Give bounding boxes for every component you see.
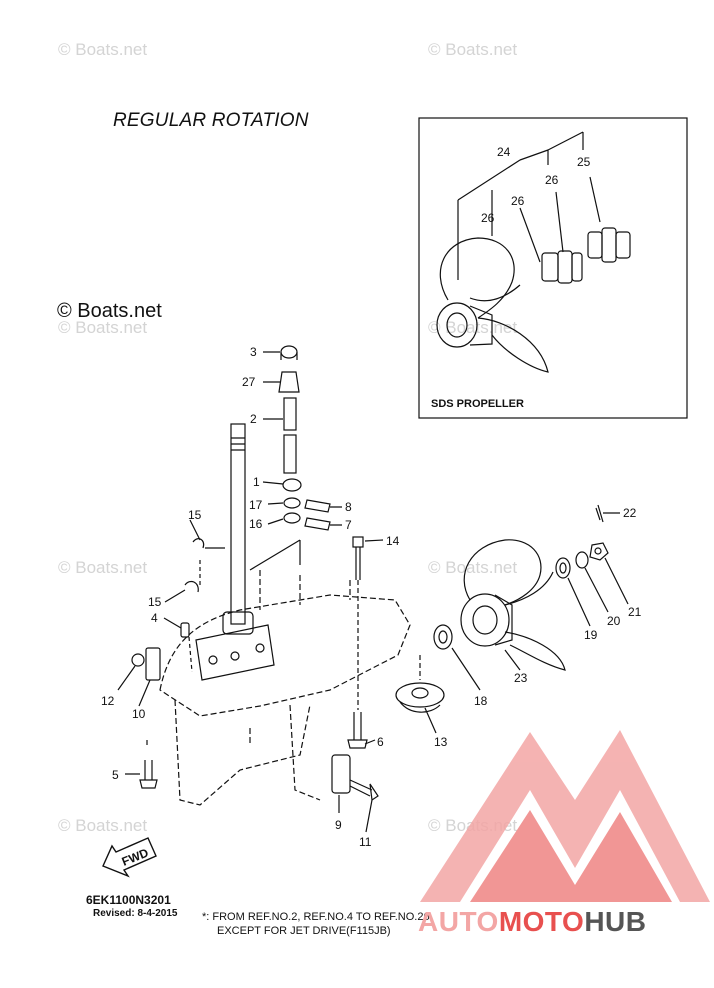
part-27-grommet bbox=[278, 371, 300, 393]
callout-15: 15 bbox=[188, 508, 202, 522]
callout-16: 16 bbox=[249, 517, 263, 531]
drive-shaft bbox=[230, 423, 246, 625]
callout-23: 23 bbox=[514, 671, 528, 685]
brand-wordmark-part-1: AUTO bbox=[418, 906, 499, 937]
part-6-bolt bbox=[347, 712, 368, 749]
brand-wordmark-part-2: MOTO bbox=[498, 906, 585, 937]
callout-20: 20 bbox=[607, 614, 621, 628]
part-17-ring bbox=[283, 497, 301, 509]
callout-13: 13 bbox=[434, 735, 448, 749]
sds-propeller-drawing bbox=[436, 237, 549, 373]
callout-26: 26 bbox=[511, 194, 525, 208]
water-pump-housing bbox=[195, 611, 275, 681]
callout-3: 3 bbox=[250, 345, 257, 359]
callout-26: 26 bbox=[545, 173, 559, 187]
sds-bushing-set-a bbox=[541, 250, 583, 284]
part-19-washer bbox=[555, 557, 571, 579]
copyright-label: © Boats.net bbox=[57, 300, 162, 322]
part-2-tube-lower bbox=[283, 434, 297, 474]
watermark: © Boats.net bbox=[58, 558, 148, 577]
callout-15: 15 bbox=[148, 595, 162, 609]
callout-8: 8 bbox=[345, 500, 352, 514]
callout-5: 5 bbox=[112, 768, 119, 782]
brand-logo-mark bbox=[420, 730, 710, 902]
callout-12: 12 bbox=[101, 694, 115, 708]
sds-inset-frame bbox=[418, 117, 688, 419]
part-3-cap bbox=[280, 345, 298, 359]
diagram-title: REGULAR ROTATION bbox=[113, 110, 309, 131]
watermark: © Boats.net bbox=[428, 40, 518, 59]
callout-9: 9 bbox=[335, 818, 342, 832]
part-21-nut bbox=[589, 542, 609, 561]
sds-propeller-label: SDS PROPELLER bbox=[431, 398, 524, 410]
callout-25: 25 bbox=[577, 155, 591, 169]
part-9-anode bbox=[331, 754, 351, 794]
brand-wordmark: AUTOMOTOHUB bbox=[418, 906, 646, 938]
part-4-pin bbox=[180, 622, 190, 638]
callout-17: 17 bbox=[249, 498, 263, 512]
watermark: © Boats.net bbox=[58, 816, 148, 835]
callout-2: 2 bbox=[250, 412, 257, 426]
callout-24: 24 bbox=[497, 145, 511, 159]
part-18-spacer bbox=[433, 624, 453, 650]
part-5-bolt bbox=[139, 760, 158, 789]
callout-7: 7 bbox=[345, 518, 352, 532]
part-12-nut bbox=[131, 653, 145, 667]
callout-14: 14 bbox=[386, 534, 400, 548]
part-13-plate bbox=[395, 682, 445, 713]
main-propeller-drawing bbox=[460, 539, 566, 671]
part-11-screw bbox=[349, 779, 379, 802]
watermark: © Boats.net bbox=[58, 40, 148, 59]
callout-6: 6 bbox=[377, 735, 384, 749]
lower-casing-outline bbox=[146, 570, 411, 806]
callout-11: 11 bbox=[359, 835, 372, 849]
part-22-cotter-pin bbox=[595, 504, 604, 523]
watermark: © Boats.net bbox=[428, 318, 518, 337]
callout-19: 19 bbox=[584, 628, 598, 642]
part-10-anode bbox=[145, 647, 161, 681]
part-1-seal bbox=[282, 478, 302, 492]
callout-18: 18 bbox=[474, 694, 488, 708]
callout-1: 1 bbox=[253, 475, 260, 489]
part-14-bolt bbox=[352, 536, 364, 580]
part-7-plate bbox=[304, 517, 331, 531]
footnote-line-1: *: FROM REF.NO.2, REF.NO.4 TO REF.NO.26 bbox=[202, 911, 430, 923]
watermark: © Boats.net bbox=[58, 318, 148, 337]
part-15-clip-upper bbox=[192, 538, 205, 549]
part-8-plate bbox=[304, 499, 331, 513]
part-16-ring bbox=[283, 512, 301, 524]
callout-27: 27 bbox=[242, 375, 256, 389]
revised-date: Revised: 8-4-2015 bbox=[93, 908, 178, 919]
callout-10: 10 bbox=[132, 707, 146, 721]
callout-26: 26 bbox=[481, 211, 495, 225]
callout-21: 21 bbox=[628, 605, 642, 619]
watermark: © Boats.net bbox=[428, 558, 518, 577]
part-number: 6EK1100N3201 bbox=[86, 893, 171, 907]
callout-22: 22 bbox=[623, 506, 637, 520]
brand-wordmark-part-3: HUB bbox=[584, 906, 647, 937]
part-2-tube-upper bbox=[283, 397, 297, 431]
footnote-line-2: EXCEPT FOR JET DRIVE(F115JB) bbox=[217, 925, 391, 937]
part-15-clip-lower bbox=[184, 580, 199, 593]
sds-bushing-set-b bbox=[587, 227, 631, 263]
callout-4: 4 bbox=[151, 611, 158, 625]
part-20-washer bbox=[575, 551, 589, 569]
fwd-arrow bbox=[102, 837, 157, 878]
